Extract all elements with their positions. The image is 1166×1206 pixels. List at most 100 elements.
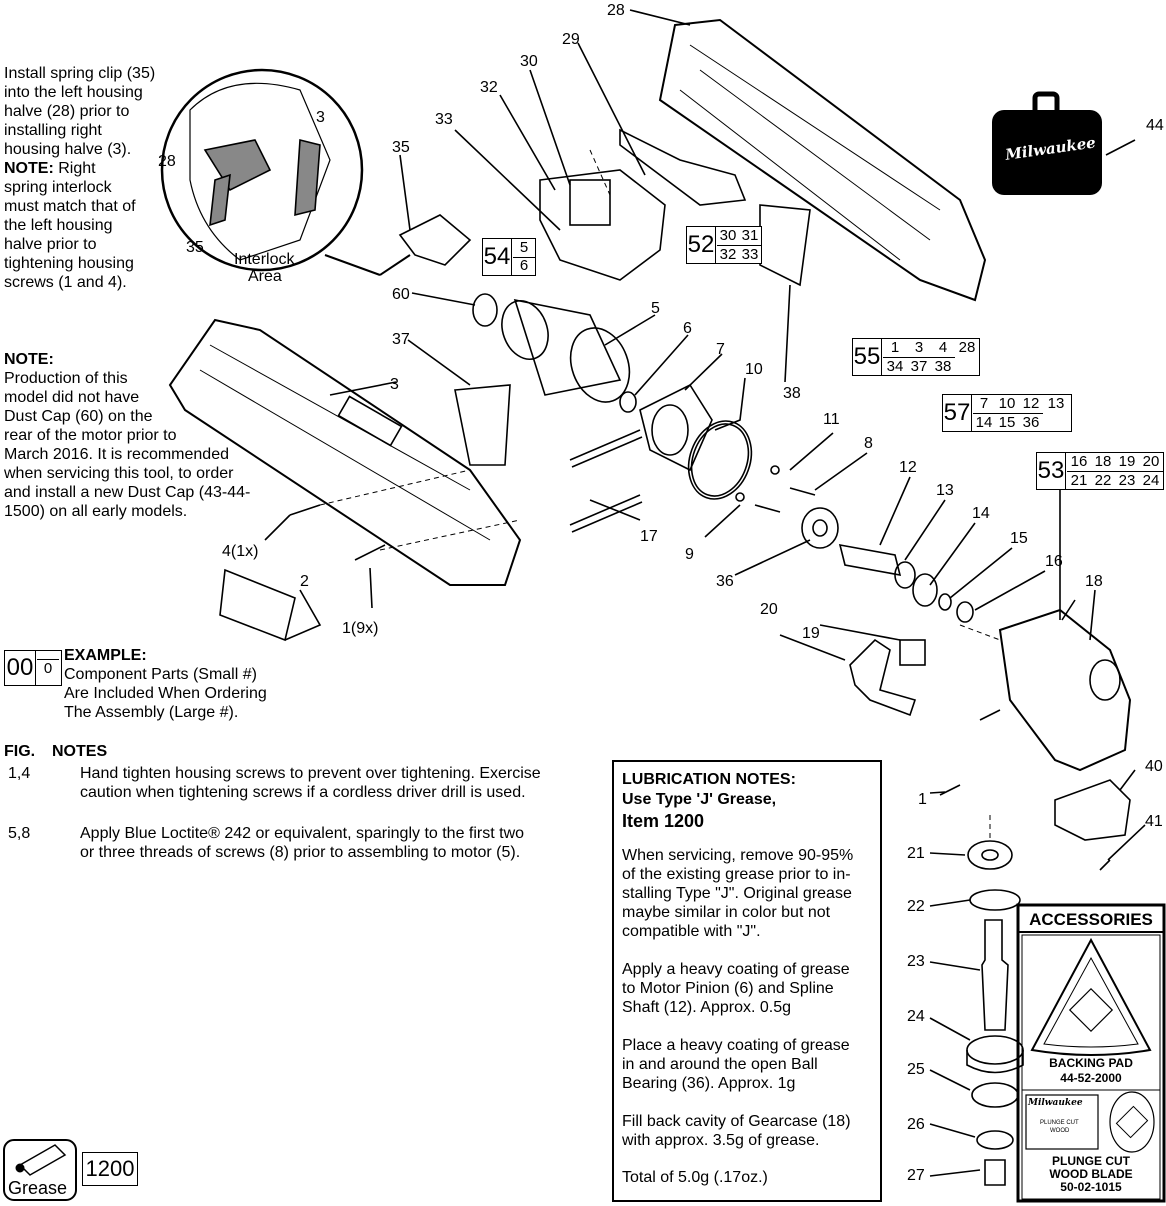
assembly-part: 7 xyxy=(979,395,989,412)
example-line: Component Parts (Small #) xyxy=(64,666,257,683)
example-small-number: 0 xyxy=(37,659,59,677)
assembly-part: 15 xyxy=(995,413,1019,431)
grease-tube-icon xyxy=(3,1139,77,1201)
fig-note-line: Apply Blue Loctite® 242 or equivalent, s… xyxy=(80,825,525,842)
clamp-ring-part xyxy=(966,1035,1024,1065)
callout-11: 11 xyxy=(823,411,840,428)
install-note-heading: NOTE: Right xyxy=(4,159,155,178)
assembly-part: 38 xyxy=(931,357,955,375)
assembly-part: 19 xyxy=(1118,453,1136,470)
dust-cap-line: March 2016. It is recommended xyxy=(4,446,229,463)
callout-1b: 1 xyxy=(918,791,927,808)
switch-part xyxy=(539,169,666,281)
assembly-box-54: 54 5 6 xyxy=(482,238,536,276)
example-box: 00 0 xyxy=(4,650,62,686)
callout-37: 37 xyxy=(392,331,410,348)
motor-clip-left-part xyxy=(454,384,511,466)
lever-part xyxy=(619,128,747,206)
grease-label: Grease xyxy=(8,1178,68,1198)
label-part xyxy=(219,568,296,642)
callout-38: 38 xyxy=(783,385,801,402)
callout-35: 35 xyxy=(392,139,410,156)
inset-label-3: 3 xyxy=(316,109,325,126)
assembly-number: 55 xyxy=(853,339,882,375)
lube-title-3: Item 1200 xyxy=(622,811,705,831)
backing-pad-image xyxy=(1030,937,1152,1056)
assembly-part: 12 xyxy=(1022,395,1040,412)
assembly-part: 3 xyxy=(914,339,924,356)
callout-36: 36 xyxy=(716,573,734,590)
example-line: The Assembly (Large #). xyxy=(64,704,239,721)
backing-pad-part: 44-52-2000 xyxy=(1060,1071,1122,1085)
gearcase-part xyxy=(998,608,1132,772)
inset-label-35: 35 xyxy=(186,239,204,256)
lube-line: Apply a heavy coating of grease xyxy=(622,961,850,978)
pad-part xyxy=(899,639,926,666)
dust-cap-line: rear of the motor prior to xyxy=(4,427,177,444)
bearing-14-part xyxy=(912,573,938,607)
assembly-number: 53 xyxy=(1037,453,1066,489)
bearing-part xyxy=(801,507,839,549)
callout-1: 1(9x) xyxy=(342,620,379,637)
lube-line: of the existing grease prior to in- xyxy=(622,866,851,883)
callout-22: 22 xyxy=(907,898,925,915)
assembly-part: 4 xyxy=(938,339,948,356)
assembly-part: 14 xyxy=(973,413,995,431)
assembly-part: 18 xyxy=(1094,453,1112,470)
assembly-part: 1 xyxy=(890,339,900,356)
blade-brand: Milwaukee xyxy=(1028,1098,1083,1108)
washer-part xyxy=(967,840,1013,870)
callout-20: 20 xyxy=(760,601,778,618)
assembly-box-52: 52 30 31 32 33 xyxy=(686,226,762,264)
screw-part xyxy=(754,487,816,513)
callout-7: 7 xyxy=(716,341,725,358)
fig-note-line: Hand tighten housing screws to prevent o… xyxy=(80,765,541,782)
callout-32: 32 xyxy=(480,79,498,96)
backing-pad-name: BACKING PAD xyxy=(1049,1056,1133,1070)
lube-line: Bearing (36). Approx. 1g xyxy=(622,1075,796,1092)
lube-line: maybe similar in color but not xyxy=(622,904,831,921)
lube-line: Place a heavy coating of grease xyxy=(622,1037,850,1054)
callout-5: 5 xyxy=(651,300,660,317)
dust-cap-part xyxy=(472,293,498,327)
retaining-ring-part xyxy=(969,889,1021,911)
assembly-part: 33 xyxy=(739,245,761,263)
install-line: the left housing xyxy=(4,217,113,234)
callout-2: 2 xyxy=(300,573,309,590)
fig-note-ref: 5,8 xyxy=(8,825,31,842)
blade-text-2: WOOD xyxy=(1050,1128,1070,1134)
clamp-screw-part xyxy=(984,1159,1006,1186)
callout-14: 14 xyxy=(972,505,990,522)
install-line: halve prior to xyxy=(4,236,97,253)
assembly-part: 5 xyxy=(513,239,535,258)
bearing-15-part xyxy=(938,593,952,611)
example-title: EXAMPLE: xyxy=(64,647,147,664)
blade-text-1: PLUNGE CUT xyxy=(1040,1120,1079,1126)
install-line: into the left housing xyxy=(4,84,143,101)
fig-note-line: or three threads of screws (8) prior to … xyxy=(80,844,521,861)
note-first: Right xyxy=(53,160,96,177)
example-text: EXAMPLE: Component Parts (Small #) Are I… xyxy=(64,646,267,722)
callout-4: 4(1x) xyxy=(222,543,259,560)
lube-line: Shaft (12). Approx. 0.5g xyxy=(622,999,791,1016)
callout-16: 16 xyxy=(1045,553,1063,570)
assembly-part: 6 xyxy=(519,257,529,274)
dust-cap-line: when servicing this tool, to order xyxy=(4,465,234,482)
example-line: Are Included When Ordering xyxy=(64,685,267,702)
adapter-part xyxy=(971,1082,1019,1108)
left-housing-part xyxy=(658,18,987,302)
inset-label-28: 28 xyxy=(158,153,176,170)
callout-13: 13 xyxy=(936,482,954,499)
callout-30: 30 xyxy=(520,53,538,70)
assembly-part: 16 xyxy=(1070,453,1088,470)
assembly-part: 13 xyxy=(1047,395,1065,412)
pinion-part xyxy=(619,391,637,413)
spring-clip-inset xyxy=(160,68,411,276)
callout-40: 40 xyxy=(1145,758,1163,775)
assembly-number: 52 xyxy=(687,227,716,263)
blade-name-1: PLUNGE CUT xyxy=(1052,1154,1130,1168)
guard-part xyxy=(1054,779,1131,841)
dust-cap-line: 1500) on all early models. xyxy=(4,503,188,520)
callout-3: 3 xyxy=(390,376,399,393)
lube-paragraph-4: Fill back cavity of Gearcase (18) with a… xyxy=(622,1112,851,1150)
